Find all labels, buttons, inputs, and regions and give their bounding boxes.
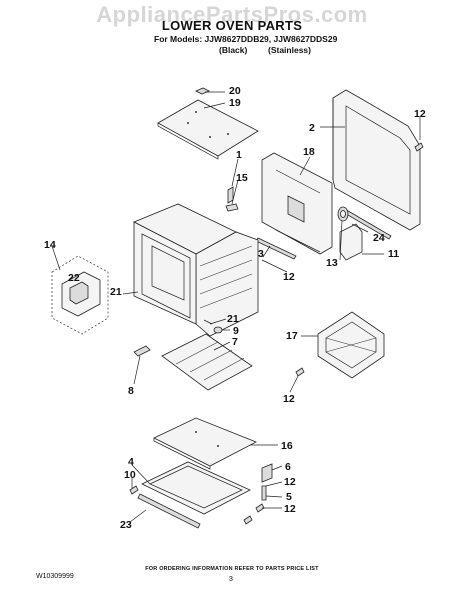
callout-5: 5 (286, 491, 292, 503)
part-2-rear-panel (332, 89, 421, 231)
watermark: AppliancePartsPros.com (96, 2, 368, 27)
ordering-note: FOR ORDERING INFORMATION REFER TO PARTS … (145, 566, 319, 572)
callout-14: 14 (44, 239, 56, 251)
callout-22: 22 (68, 272, 80, 284)
part-12-screw-mid (295, 367, 305, 377)
part-17-frame (317, 311, 385, 379)
callout-13: 13 (326, 257, 338, 269)
part-8-handle (133, 345, 151, 357)
callout-12: 12 (414, 108, 426, 120)
part-19-top-panel (157, 99, 259, 160)
callout-16: 16 (281, 440, 293, 452)
callout-21: 21 (227, 313, 239, 325)
part-20-clip (195, 87, 210, 95)
callout-20: 20 (229, 85, 241, 97)
callout-1: 1 (236, 149, 242, 161)
part-12-screw-bottom (243, 515, 253, 525)
callout-21: 21 (110, 286, 122, 298)
models-line: For Models: JJW8627DDB29, JJW8627DDS29 (154, 34, 338, 44)
part-23-trim-strip (137, 493, 201, 529)
finish-black: (Black) (219, 45, 248, 55)
part-10-screw (129, 485, 139, 495)
callout-8: 8 (128, 385, 134, 397)
callout-6: 6 (285, 461, 291, 473)
callout-3: 3 (258, 248, 264, 260)
leader-lines (51, 91, 421, 523)
part-6-bracket (261, 463, 273, 483)
callout-12: 12 (284, 476, 296, 488)
oven-cavity (133, 203, 259, 337)
page-number: 3 (229, 576, 233, 583)
part-15-screw (225, 203, 239, 212)
callout-2: 2 (309, 122, 315, 134)
finish-stainless: (Stainless) (268, 45, 311, 55)
callout-7: 7 (232, 336, 238, 348)
callout-15: 15 (236, 172, 248, 184)
document-number: W10309999 (36, 573, 74, 580)
callout-19: 19 (229, 97, 241, 109)
callout-9: 9 (233, 325, 239, 337)
callout-11: 11 (388, 248, 399, 260)
part-5-bolt (261, 485, 267, 501)
part-11-cover (339, 223, 363, 261)
callout-24: 24 (373, 232, 385, 244)
callout-4: 4 (128, 456, 134, 468)
callout-10: 10 (124, 469, 136, 481)
callout-23: 23 (120, 519, 132, 531)
part-1-bracket (227, 186, 234, 204)
part-18-back-plate (261, 152, 333, 255)
part-14-element-box (51, 255, 109, 335)
callout-17: 17 (286, 330, 298, 342)
part-4-base-pan (141, 461, 251, 515)
callout-12: 12 (283, 393, 295, 405)
part-9-bracket (213, 326, 223, 334)
part-16-floor-panel (153, 417, 257, 470)
part-12-screw-top-right (414, 142, 424, 152)
part-7-rack (161, 333, 253, 391)
page-title: LOWER OVEN PARTS (161, 18, 303, 33)
callout-labels: 20 19 2 12 18 1 15 24 14 22 3 13 11 21 1… (44, 85, 426, 531)
callout-12: 12 (284, 503, 296, 515)
callout-12: 12 (283, 271, 295, 283)
part-13-fan-motor (337, 206, 349, 222)
callout-18: 18 (303, 146, 315, 158)
